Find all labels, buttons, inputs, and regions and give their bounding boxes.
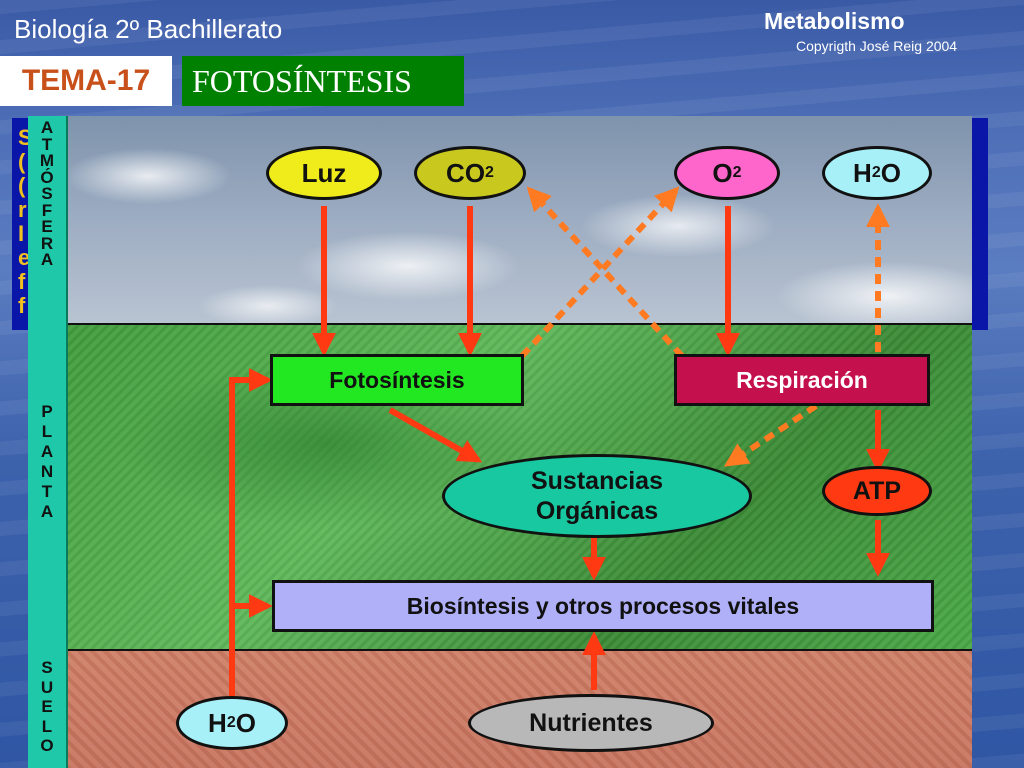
node-fotosintesis-label: Fotosíntesis: [329, 366, 465, 393]
zone-letter: O: [40, 736, 54, 755]
arrow-respiracion-co2: [526, 186, 685, 359]
node-fotosintesis: Fotosíntesis: [270, 354, 524, 406]
node-luz-label: Luz: [301, 157, 347, 188]
zone-letter: U: [40, 677, 54, 697]
page-title: FOTOSÍNTESIS: [182, 56, 464, 106]
node-respiracion: Respiración: [674, 354, 930, 406]
node-biosintesis-label: Biosíntesis y otros procesos vitales: [406, 592, 800, 619]
zone-letter: A: [40, 250, 54, 269]
zone-letter: T: [41, 482, 53, 501]
node-h2o-top-o: O: [880, 157, 901, 188]
unit-title: Metabolismo: [764, 8, 905, 34]
zone-letter: A: [40, 118, 54, 137]
node-nutrientes-label: Nutrientes: [529, 708, 653, 737]
hidden-slide-text: S ( ( r I e f f: [18, 125, 33, 318]
node-h2o-bottom-sub: 2: [226, 714, 236, 731]
tema-label: TEMA-17: [0, 56, 172, 106]
zone-letter: S: [41, 658, 53, 677]
zone-letter: A: [40, 442, 54, 461]
node-co2-sub: 2: [485, 164, 494, 181]
arrow-h2o-plant: [229, 368, 273, 696]
node-atp-label: ATP: [852, 476, 902, 505]
node-o2-sub: 2: [732, 164, 742, 181]
zone-letter: Ó: [40, 167, 54, 187]
node-h2o-top-sub: 2: [871, 164, 881, 181]
zone-letter: E: [41, 217, 53, 236]
zone-letter: P: [41, 402, 53, 421]
zone-letter: N: [40, 462, 54, 481]
node-co2-label: CO: [446, 157, 486, 188]
node-biosintesis: Biosíntesis y otros procesos vitales: [272, 580, 934, 632]
zone-letter: T: [41, 134, 53, 154]
course-title: Biología 2º Bachillerato: [14, 14, 283, 44]
zone-divider: [28, 649, 972, 651]
zone-letter: E: [41, 697, 53, 716]
node-h2o-top-label: H: [853, 157, 872, 188]
zone-letter: L: [41, 422, 53, 441]
zone-letter: R: [40, 233, 54, 253]
arrow-respiracion-sustancias: [723, 403, 818, 467]
node-nutrientes: Nutrientes: [468, 694, 714, 752]
arrows-layer: [229, 186, 890, 696]
node-sustancias-organicas: Sustancias Orgánicas: [442, 454, 752, 538]
zone-letter: S: [41, 184, 53, 203]
zone-divider: [28, 323, 972, 325]
zone-letter: A: [40, 502, 54, 521]
node-sustancias-label: Sustancias Orgánicas: [530, 467, 663, 525]
node-h2o-bottom-label: H: [208, 707, 227, 738]
node-h2o-bottom-o: O: [235, 707, 256, 738]
arrow-fotosintesis-o2: [519, 186, 680, 359]
node-luz: Luz: [266, 146, 382, 200]
node-o2-label: O: [712, 157, 733, 188]
node-atp: ATP: [822, 466, 932, 516]
node-respiracion-label: Respiración: [736, 366, 868, 393]
zone-letter: L: [41, 716, 53, 736]
zone-letter: M: [39, 151, 55, 170]
arrow-fotosintesis-sustancias: [388, 407, 483, 463]
copyright-note: Copyrigth José Reig 2004: [796, 38, 958, 54]
zone-letter: F: [41, 200, 53, 220]
